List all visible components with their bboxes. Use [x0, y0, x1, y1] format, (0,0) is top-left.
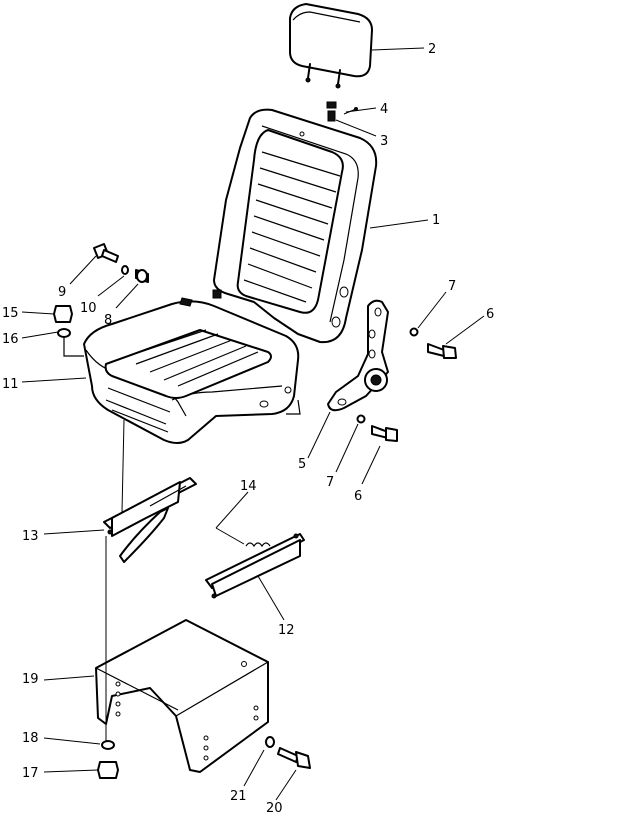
- callout-7b: 7: [326, 475, 334, 490]
- callout-11: 11: [2, 377, 19, 392]
- headrest: [289, 3, 373, 89]
- washer-lower: [356, 414, 366, 424]
- callout-8: 8: [104, 313, 112, 328]
- slide-rail-left: [103, 477, 197, 563]
- nut-seat: [53, 305, 73, 323]
- leader-lines: [21, 47, 485, 801]
- washer-bracket-right: [265, 736, 275, 748]
- callout-5: 5: [298, 457, 306, 472]
- callout-9: 9: [58, 285, 66, 300]
- callout-20: 20: [266, 801, 283, 815]
- spacer-seat: [135, 269, 149, 283]
- callout-14: 14: [240, 479, 257, 494]
- callout-6a: 6: [486, 307, 494, 322]
- callout-4: 4: [380, 102, 388, 117]
- bolt-upper: [427, 343, 457, 359]
- backrest: [212, 108, 378, 344]
- callout-15: 15: [2, 306, 19, 321]
- callout-2: 2: [428, 42, 436, 57]
- callout-19: 19: [22, 672, 39, 687]
- recline-bracket: [327, 299, 389, 412]
- callout-3: 3: [380, 134, 388, 149]
- callout-18: 18: [22, 731, 39, 746]
- slide-rail-right: [205, 533, 305, 599]
- callout-1: 1: [432, 213, 440, 228]
- washer-bracket: [101, 740, 115, 750]
- callout-6b: 6: [354, 489, 362, 504]
- washer-upper: [409, 327, 419, 337]
- washer-seat: [121, 265, 129, 275]
- callout-16: 16: [2, 332, 19, 347]
- seat-cushion: [83, 297, 301, 444]
- callout-12: 12: [278, 623, 295, 638]
- headrest-grommet: [326, 101, 337, 122]
- bolt-lower: [371, 425, 398, 442]
- callout-labels: 2 4 3 1 9 10 8 15 16 11 7 6 5 7 6 14 13 …: [2, 42, 494, 815]
- callout-13: 13: [22, 529, 39, 544]
- seat-bracket: [95, 619, 269, 773]
- callout-17: 17: [22, 766, 39, 781]
- callout-10: 10: [80, 301, 97, 316]
- bolt-seat: [93, 243, 119, 263]
- bolt-bracket: [277, 747, 311, 769]
- callout-7a: 7: [448, 279, 456, 294]
- callout-21: 21: [230, 789, 247, 804]
- nut-bracket: [97, 761, 119, 779]
- washer-seat-small: [57, 328, 71, 338]
